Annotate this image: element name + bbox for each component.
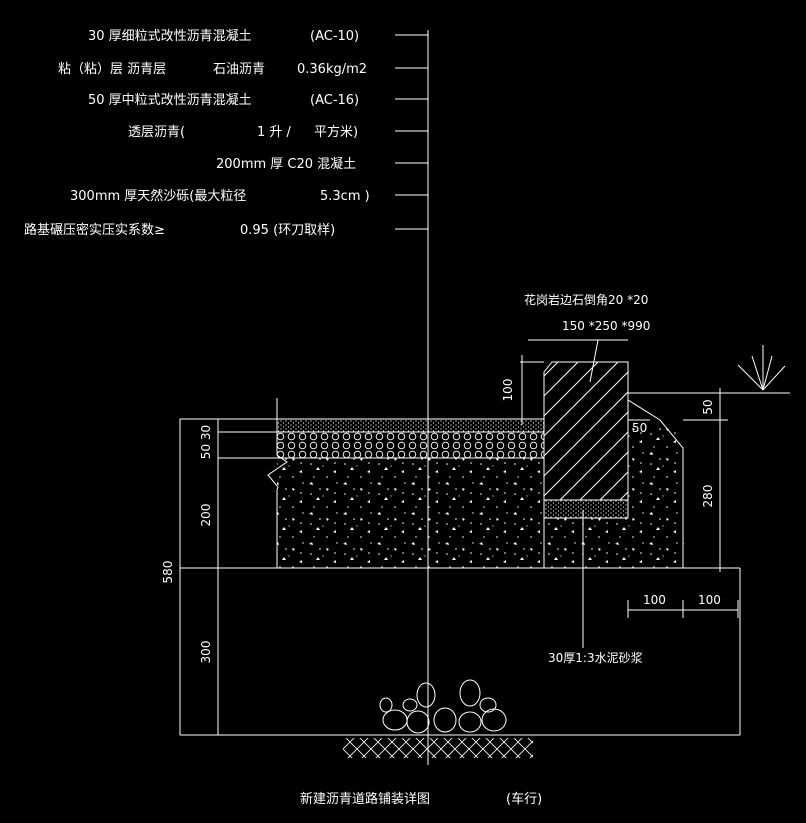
- leader-lines: [395, 34, 428, 230]
- note-subgrade-left: 路基碾压密实压实系数≥: [24, 222, 165, 238]
- dim-100-a: 100: [643, 593, 666, 607]
- pavement-layers: [180, 361, 790, 736]
- note-ac16-right: (AC-16): [310, 93, 359, 108]
- note-tack-mid: 石油沥青: [213, 62, 265, 77]
- note-prime-mid: 1 升 /: [257, 125, 292, 140]
- curb-dimensions: [520, 339, 739, 648]
- dim-100-b: 100: [698, 593, 721, 607]
- subgrade-symbol: [343, 679, 533, 758]
- note-tack-right: 0.36kg/m2: [297, 62, 367, 77]
- dim-280: 280: [701, 485, 715, 508]
- dim-200: 200: [199, 504, 213, 527]
- dim-300: 300: [199, 641, 213, 664]
- note-gravel-left: 300mm 厚天然沙砾(最大粒径: [70, 188, 246, 204]
- drawing-subtitle: (车行): [506, 791, 542, 807]
- mortar-note: 30厚1:3水泥砂浆: [548, 650, 643, 665]
- note-gravel-right: 5.3cm ): [320, 189, 370, 204]
- note-subgrade-right: 0.95 (环刀取样): [240, 223, 335, 238]
- note-concrete: 200mm 厚 C20 混凝土: [216, 156, 356, 172]
- left-dimensions: [179, 418, 277, 736]
- note-tack-left: 粘（粘）层 沥青层: [58, 62, 166, 77]
- grade-marker-icon: [737, 345, 786, 391]
- dim-50-top: 50: [701, 399, 715, 414]
- note-prime-left: 透层沥青(: [128, 125, 185, 140]
- curb-size: 150 *250 *990: [562, 319, 650, 333]
- dim-50-chamfer: 50: [632, 421, 647, 435]
- note-ac16-left: 50 厚中粒式改性沥青混凝土: [88, 92, 252, 108]
- dim-100-curb: 100: [501, 379, 515, 402]
- dim-50-30: 50 30: [199, 425, 213, 459]
- note-ac10-left: 30 厚细粒式改性沥青混凝土: [88, 28, 252, 44]
- note-ac10-right: (AC-10): [310, 29, 359, 44]
- note-prime-right: 平方米): [314, 124, 358, 140]
- curb-name: 花岗岩边石倒角20 *20: [524, 292, 648, 307]
- drawing-title: 新建沥青道路铺装详图: [300, 791, 430, 807]
- dim-580: 580: [161, 561, 175, 584]
- layer-notes: 30 厚细粒式改性沥青混凝土 (AC-10) 粘（粘）层 沥青层 石油沥青 0.…: [24, 28, 370, 238]
